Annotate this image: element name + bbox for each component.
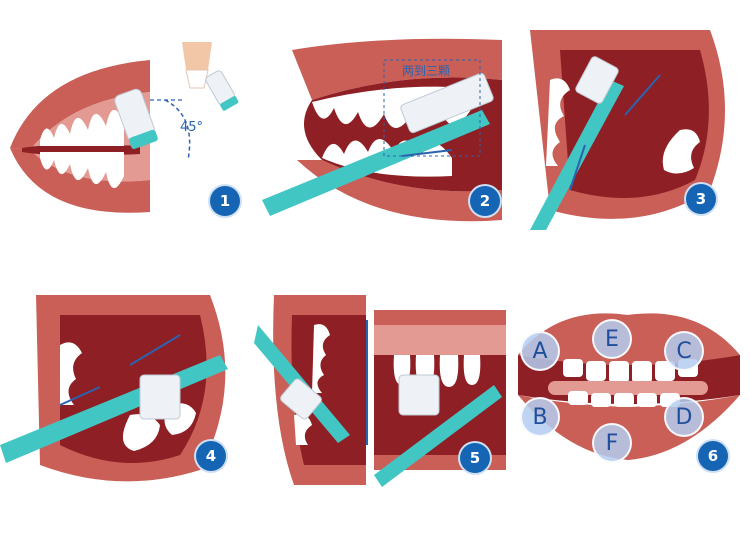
panel-step-3: 3 [510,20,750,230]
step-badge-1: 1 [210,186,240,216]
motion-arrow-1 [624,74,661,116]
focus-box [383,59,481,157]
zone-a: A [520,331,560,371]
panel-step-2: 两到三颗 2 [252,30,508,230]
zone-e: E [592,319,632,359]
upper-lip [292,38,502,100]
zone-d: D [664,397,704,437]
motion-arrow-2 [59,386,101,406]
step-4-illustration [0,295,228,482]
step-3-illustration [530,30,725,230]
motion-arrow-2 [569,144,586,191]
panel-step-5: 5 [254,295,506,490]
step-badge-3: 3 [686,184,716,214]
palate [560,50,709,198]
upper-teeth [60,342,82,405]
upper-lip [10,60,150,150]
left-mouth [291,315,366,465]
right-teeth [393,355,481,387]
step-badge-4: 4 [196,441,226,471]
toothbrush [262,72,494,216]
lower-teeth [40,152,124,189]
motion-arrow [401,149,453,157]
panel-step-6: A E C B F D 6 [508,295,750,490]
motion-arrow-1 [129,334,181,366]
tooth-count-annotation: 两到三颗 [402,64,451,78]
detail-tooth [182,42,212,89]
upper-teeth [546,78,700,174]
step-1-illustration [10,42,239,213]
left-toothbrush [254,325,350,443]
angle-label: 45° [180,120,204,135]
step-badge-2: 2 [470,186,500,216]
step-2-illustration [262,38,502,222]
step-5-illustration [254,295,506,487]
upper-teeth [40,109,124,146]
left-teeth [294,324,330,445]
right-toothbrush [374,374,502,487]
toothbrush [530,56,624,230]
zone-b: B [520,397,560,437]
detail-brush [205,70,239,111]
toothbrush [0,355,228,463]
right-gum [374,325,506,355]
zone-f: F [592,423,632,463]
lower-teeth [568,391,680,407]
zone-c: C [664,331,704,371]
step-badge-5: 5 [460,443,490,473]
toothbrush-head [114,88,158,149]
panel-step-1: 45° 1 [0,30,250,230]
step-badge-6: 6 [698,441,728,471]
tongue-strip [548,381,708,395]
panel-step-4: 4 [0,295,250,490]
